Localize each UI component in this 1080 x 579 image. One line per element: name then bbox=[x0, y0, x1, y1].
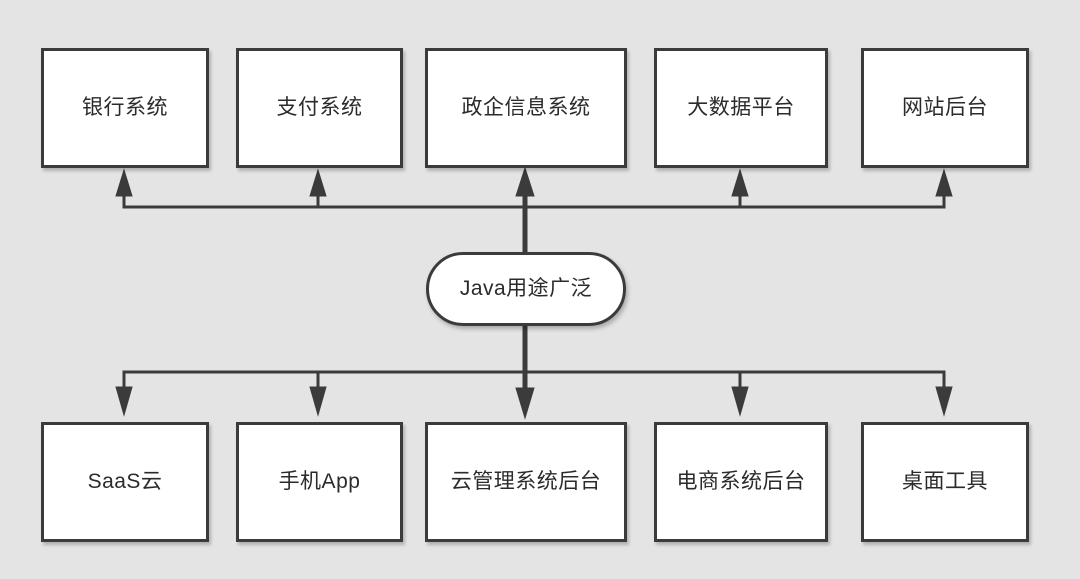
arrowhead-down-5 bbox=[935, 386, 953, 417]
arrowhead-up-4 bbox=[731, 168, 749, 197]
node-bottom-1[interactable]: SaaS云 bbox=[41, 422, 209, 542]
top-edges bbox=[115, 166, 953, 253]
node-top-5-label: 网站后台 bbox=[902, 96, 988, 120]
node-top-4[interactable]: 大数据平台 bbox=[654, 48, 828, 168]
node-top-2-label: 支付系统 bbox=[276, 96, 363, 120]
node-top-3[interactable]: 政企信息系统 bbox=[425, 48, 627, 168]
node-bottom-5-label: 桌面工具 bbox=[902, 470, 988, 494]
node-bottom-3-label: 云管理系统后台 bbox=[450, 470, 602, 494]
arrowhead-down-3 bbox=[515, 387, 535, 420]
node-center[interactable]: Java用途广泛 bbox=[426, 252, 626, 326]
arrowhead-down-2 bbox=[309, 386, 327, 417]
arrowhead-down-1 bbox=[115, 386, 133, 417]
arrowhead-down-4 bbox=[731, 386, 749, 417]
node-top-4-label: 大数据平台 bbox=[687, 96, 795, 120]
node-bottom-1-label: SaaS云 bbox=[87, 470, 163, 494]
arrowhead-up-5 bbox=[935, 168, 953, 197]
node-top-5[interactable]: 网站后台 bbox=[861, 48, 1029, 168]
node-top-1[interactable]: 银行系统 bbox=[41, 48, 209, 168]
node-bottom-2-label: 手机App bbox=[278, 470, 361, 494]
node-top-3-label: 政企信息系统 bbox=[461, 96, 591, 120]
node-bottom-4-label: 电商系统后台 bbox=[676, 470, 806, 494]
node-top-2[interactable]: 支付系统 bbox=[236, 48, 403, 168]
node-bottom-5[interactable]: 桌面工具 bbox=[861, 422, 1029, 542]
node-bottom-3[interactable]: 云管理系统后台 bbox=[425, 422, 627, 542]
node-center-label: Java用途广泛 bbox=[459, 277, 593, 301]
node-top-1-label: 银行系统 bbox=[82, 96, 168, 120]
arrowhead-up-2 bbox=[309, 168, 327, 197]
bottom-edges bbox=[115, 325, 953, 420]
arrowhead-up-1 bbox=[115, 168, 133, 197]
node-bottom-4[interactable]: 电商系统后台 bbox=[654, 422, 828, 542]
arrowhead-up-3 bbox=[515, 166, 535, 197]
node-bottom-2[interactable]: 手机App bbox=[236, 422, 403, 542]
